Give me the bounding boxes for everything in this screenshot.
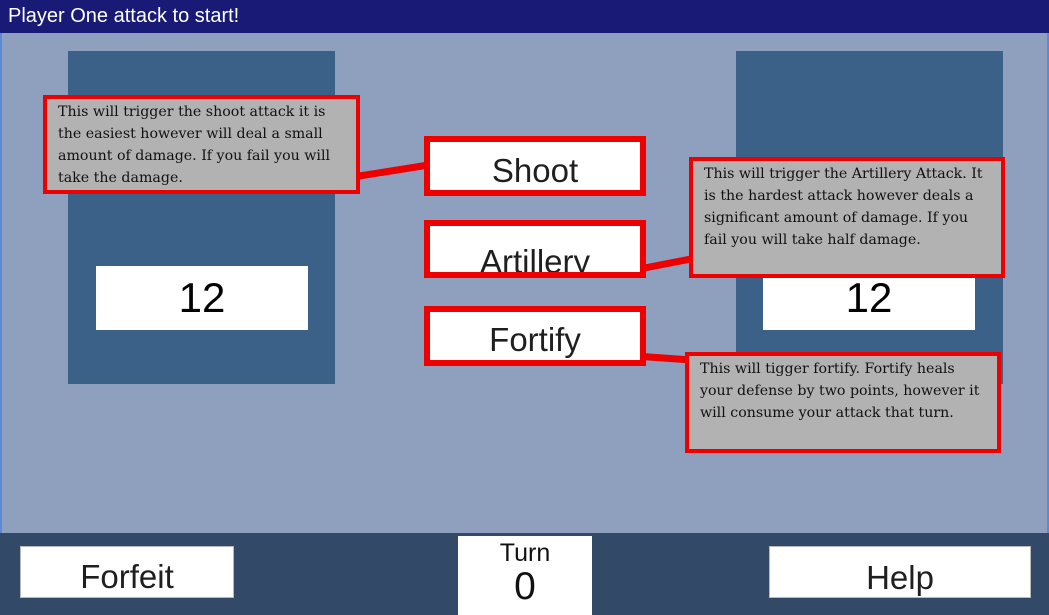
shoot-tooltip-connector — [355, 161, 428, 180]
turn-counter: Turn 0 — [458, 536, 592, 615]
window-title: Player One attack to start! — [0, 0, 1049, 33]
artillery-button[interactable]: Artillery — [424, 220, 646, 278]
forfeit-button[interactable]: Forfeit — [20, 546, 234, 598]
turn-value: 0 — [514, 565, 536, 608]
fortify-button[interactable]: Fortify — [424, 306, 646, 366]
help-button[interactable]: Help — [769, 546, 1031, 598]
fortify-tooltip-connector — [641, 353, 689, 364]
shoot-button[interactable]: Shoot — [424, 136, 646, 196]
shoot-tooltip: This will trigger the shoot attack it is… — [43, 95, 360, 194]
player-one-score: 12 — [96, 266, 308, 330]
window-border-left — [0, 33, 2, 533]
artillery-tooltip: This will trigger the Artillery Attack. … — [689, 157, 1005, 278]
window-border-right — [1047, 33, 1049, 533]
turn-label: Turn — [499, 539, 551, 567]
fortify-tooltip: This will tigger fortify. Fortify heals … — [685, 352, 1001, 453]
artillery-tooltip-connector — [641, 255, 694, 272]
